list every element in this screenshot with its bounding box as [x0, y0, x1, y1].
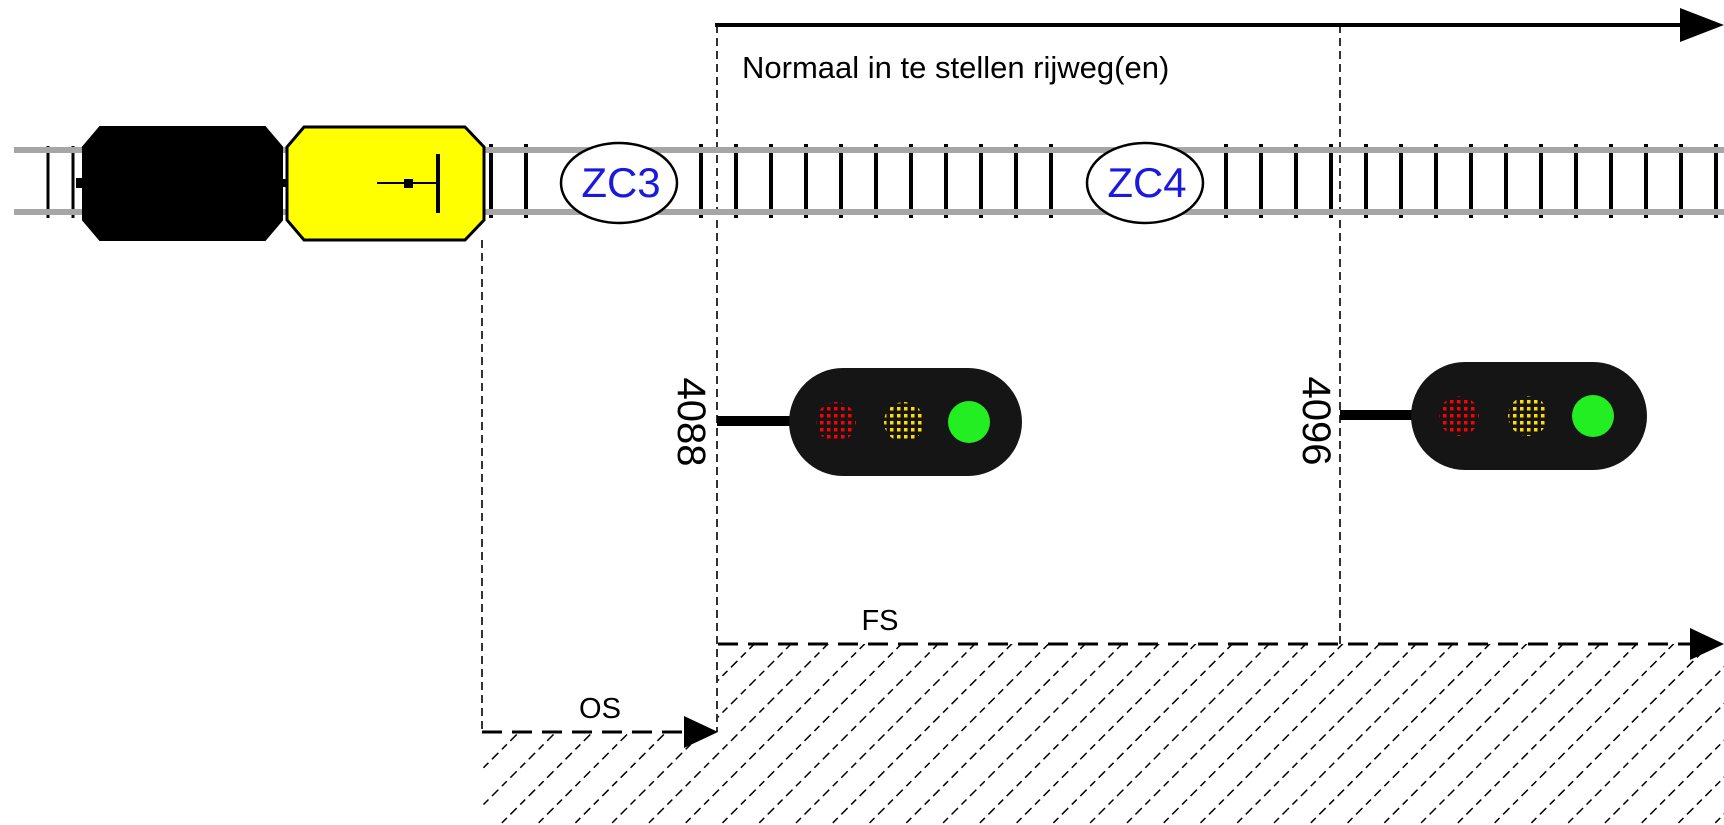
os-hatch-area: [482, 732, 718, 825]
boundary-lines: [481, 25, 1341, 732]
zc3-label: ZC3: [581, 159, 660, 206]
signal-4088-yellow-lamp: [884, 402, 924, 442]
signal-4096-green-lamp: [1572, 395, 1614, 437]
signal-4096-red-lamp: [1439, 396, 1479, 436]
signal-4096: 4096: [1294, 362, 1647, 470]
signal-4088-number: 4088: [669, 378, 713, 467]
track-circuit-zc3: ZC3: [559, 141, 679, 225]
os-label: OS: [579, 693, 621, 725]
signal-4088-red-lamp: [816, 402, 856, 442]
track-circuit-zc4: ZC4: [1085, 141, 1205, 225]
zc4-ellipse: [1085, 141, 1205, 225]
fs-hatch-area: [718, 644, 1724, 825]
rear-car: [82, 126, 283, 241]
os-zone: OS: [482, 693, 718, 825]
fs-label: FS: [861, 605, 898, 637]
train: [76, 125, 486, 242]
signal-4088: 4088: [669, 368, 1022, 476]
signal-4096-number: 4096: [1294, 377, 1338, 466]
cab-indicator-dot: [404, 179, 413, 188]
zc4-label: ZC4: [1107, 159, 1186, 206]
route-indicator: Normaal in te stellen rijweg(en): [715, 8, 1724, 85]
route-label: Normaal in te stellen rijweg(en): [742, 50, 1169, 85]
route-arrowhead: [1680, 8, 1724, 42]
signal-4096-yellow-lamp: [1508, 396, 1548, 436]
zc3-ellipse: [559, 141, 679, 225]
track-sleepers: [46, 144, 1718, 218]
fs-zone: FS: [718, 605, 1724, 825]
fs-zone-arrowhead: [1690, 628, 1724, 660]
os-zone-arrowhead: [684, 716, 718, 748]
signal-4088-green-lamp: [948, 401, 990, 443]
